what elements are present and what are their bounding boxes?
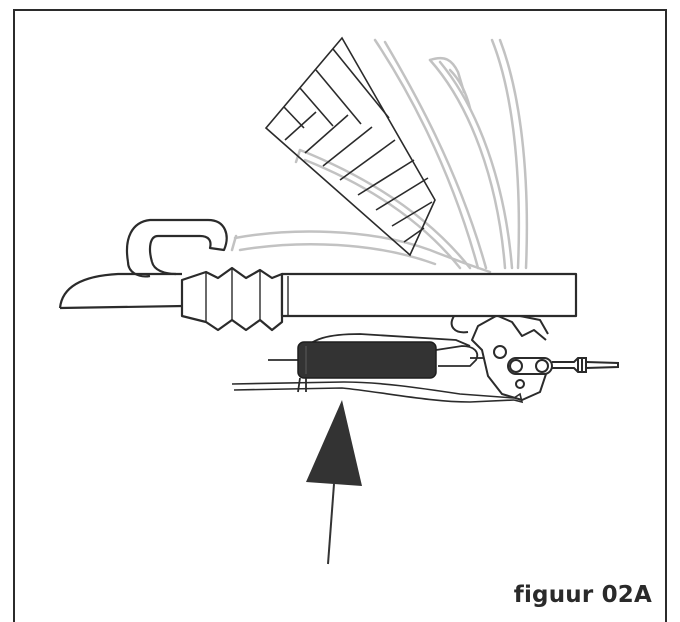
drawbar-tube [280,272,578,318]
figure-frame [13,9,667,622]
bellows-ridges [205,268,261,322]
dark-sleeve [297,341,437,393]
figure-caption: figuur 02A [513,582,652,608]
hatched-wedge [264,36,436,257]
coupling-head [58,218,228,310]
pointer-arrow [306,400,362,565]
brake-cables [231,381,524,404]
adjuster-bolt [507,357,619,375]
brake-mechanism [450,315,549,401]
ghost-lever-positions [230,38,529,274]
